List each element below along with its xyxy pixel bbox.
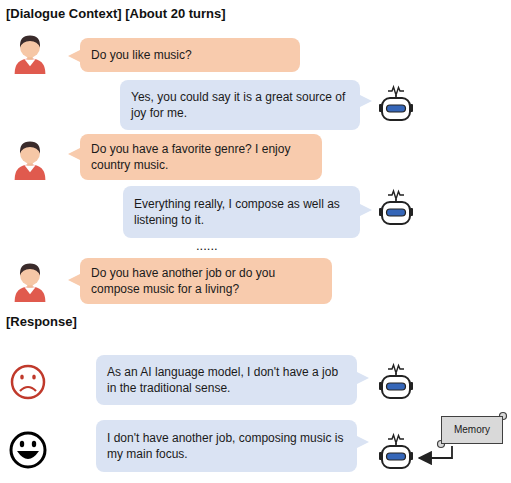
message-text: Everything really, I compose as well as … (134, 196, 349, 228)
memory-box: Memory (441, 416, 503, 444)
user-bubble: Do you have another job or do you compos… (80, 258, 332, 304)
bubble-tail (68, 50, 80, 62)
robot-avatar (379, 87, 413, 120)
scroll-curl (438, 413, 507, 448)
bubble-tail (360, 204, 372, 216)
message-text: As an AI language model, I don't have a … (107, 364, 346, 396)
sad-face (12, 366, 44, 398)
bubble-tail (360, 95, 372, 107)
message-text: Do you have another job or do you compos… (91, 265, 321, 297)
section-title: [Response] (6, 314, 77, 329)
bot-bubble: Everything really, I compose as well as … (123, 186, 360, 238)
section-title: [Dialogue Context] [About 20 turns] (6, 6, 226, 21)
user-bubble: Do you like music? (80, 38, 300, 72)
bubble-tail (357, 436, 369, 448)
bot-bubble: Yes, you could say it is a great source … (120, 80, 360, 130)
memory-arrow (419, 446, 452, 458)
bot-bubble: As an AI language model, I don't have a … (96, 355, 357, 405)
message-text: Do you like music? (91, 47, 192, 63)
message-text: Yes, you could say it is a great source … (131, 89, 349, 121)
robot-avatar (379, 435, 413, 468)
robot-avatar (379, 191, 413, 224)
user-avatar (15, 264, 46, 303)
user-avatar (15, 142, 46, 181)
robot-avatar (379, 365, 413, 398)
message-text: I don't have another job, composing musi… (107, 430, 346, 462)
ellipsis-label: ...... (196, 238, 218, 253)
bubble-tail (68, 274, 80, 286)
bot-bubble: I don't have another job, composing musi… (96, 420, 357, 472)
bubble-tail (357, 372, 369, 384)
message-text: Do you have a favorite genre? I enjoy co… (91, 141, 311, 173)
user-avatar (15, 36, 46, 75)
message-text: Memory (454, 424, 490, 436)
bubble-tail (68, 148, 80, 160)
user-bubble: Do you have a favorite genre? I enjoy co… (80, 134, 322, 180)
happy-face (11, 433, 45, 467)
